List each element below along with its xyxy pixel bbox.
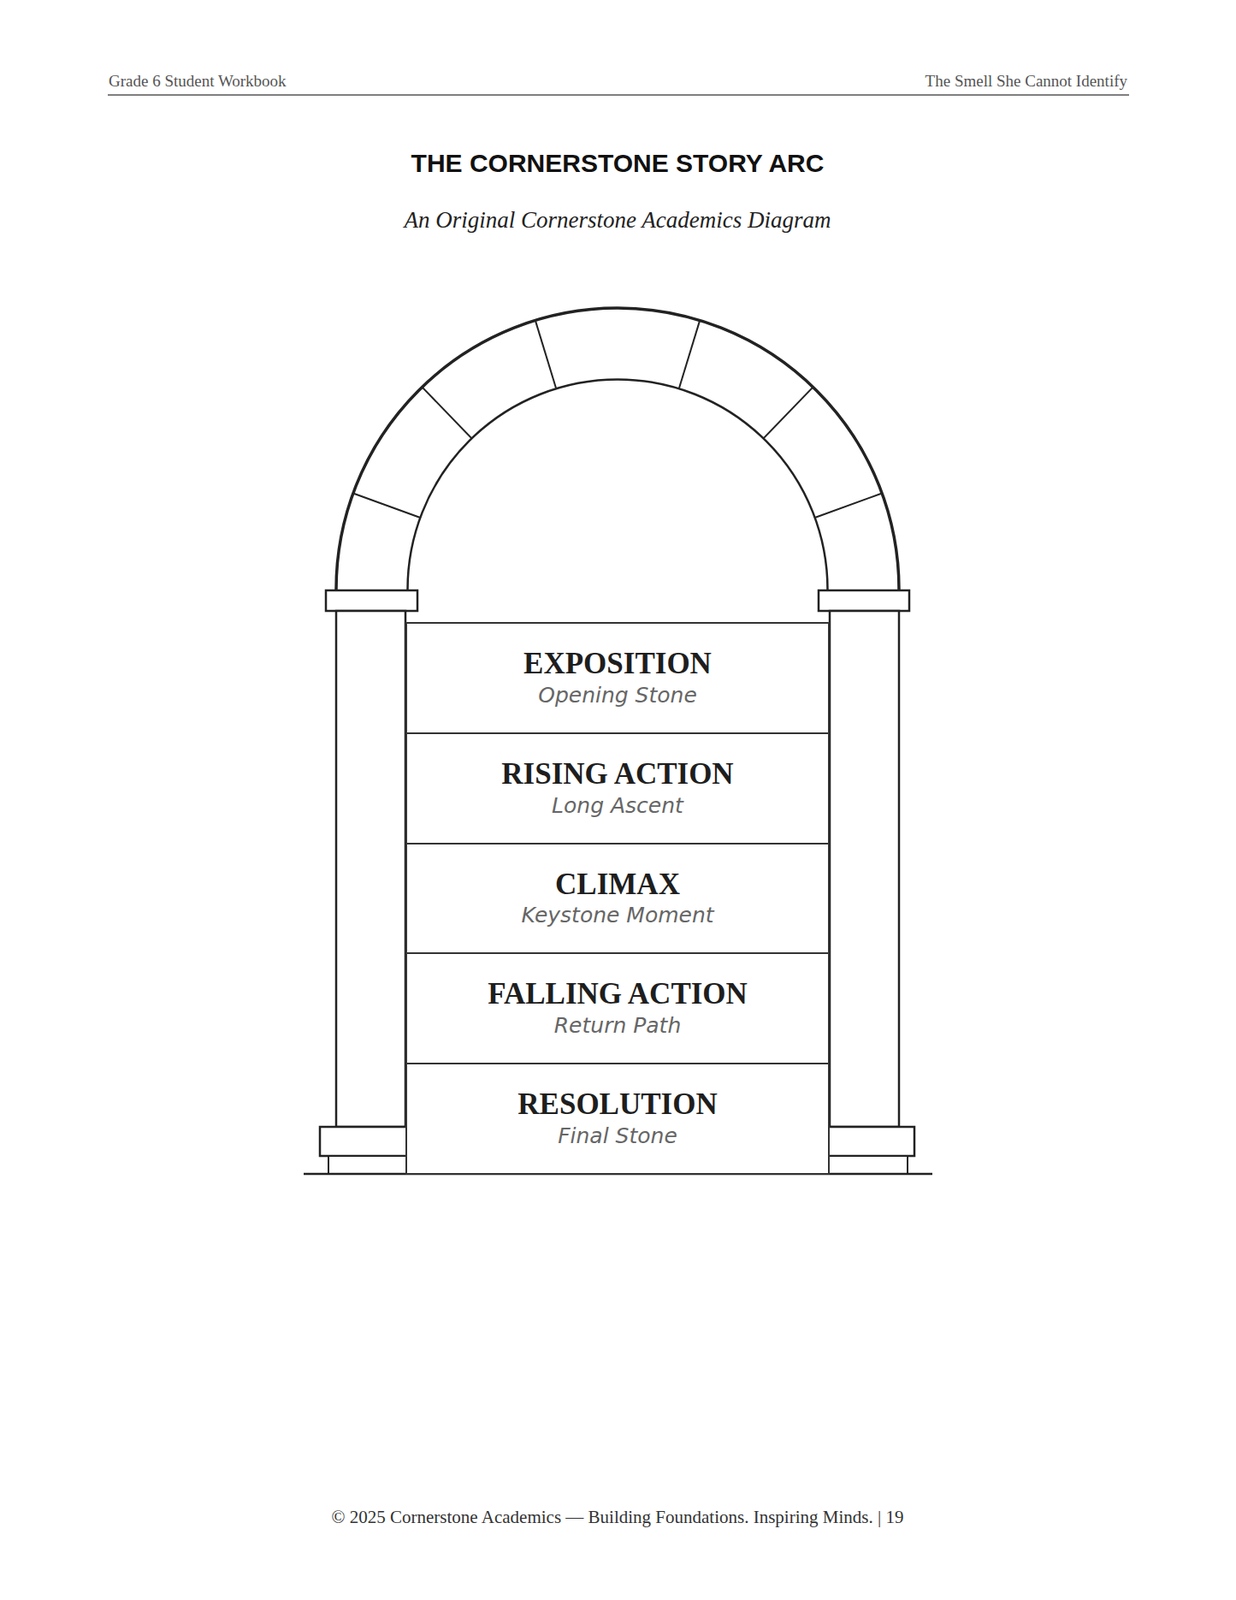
plinth xyxy=(328,1155,413,1174)
arch-outer xyxy=(336,307,899,590)
story-stage-band: FALLING ACTIONReturn Path xyxy=(405,952,830,1065)
diagram-caption: An Original Cornerstone Academics Diagra… xyxy=(404,206,832,234)
voussoir-joints xyxy=(353,319,882,518)
plinth xyxy=(822,1155,908,1174)
stage-subtitle: Final Stone xyxy=(557,1123,678,1149)
story-stage-band: CLIMAXKeystone Moment xyxy=(405,842,830,954)
stage-heading: RISING ACTION xyxy=(501,757,734,792)
column xyxy=(336,610,406,1127)
stage-subtitle: Return Path xyxy=(554,1012,682,1039)
stage-heading: EXPOSITION xyxy=(523,647,712,681)
stage-subtitle: Opening Stone xyxy=(538,682,698,709)
voussoir-joint xyxy=(353,492,420,518)
header-text: Grade 6 Student Workbook xyxy=(108,71,287,91)
footer-text: © 2025 Cornerstone Academics — Building … xyxy=(331,1506,905,1528)
stage-heading: CLIMAX xyxy=(555,868,681,902)
capital xyxy=(325,590,418,611)
diagram-title: THE CORNERSTONE STORY ARC xyxy=(411,148,825,178)
header-rule xyxy=(107,94,1130,96)
stage-heading: FALLING ACTION xyxy=(487,977,748,1012)
column xyxy=(829,610,899,1127)
voussoir-joint xyxy=(679,319,700,389)
stage-subtitle: Long Ascent xyxy=(551,792,684,819)
voussoir-joint xyxy=(763,386,814,438)
capital xyxy=(818,590,910,611)
voussoir-joint xyxy=(535,319,556,389)
voussoir-joint xyxy=(815,492,882,518)
header-text: The Smell She Cannot Identify xyxy=(925,71,1128,91)
story-stage-band: RISING ACTIONLong Ascent xyxy=(405,732,830,845)
story-stage-band: EXPOSITIONOpening Stone xyxy=(405,621,830,734)
story-stage-band: RESOLUTIONFinal Stone xyxy=(405,1062,830,1175)
stage-heading: RESOLUTION xyxy=(517,1088,717,1122)
voussoir-joint xyxy=(421,386,472,438)
arch-inner xyxy=(408,379,828,591)
stage-subtitle: Keystone Moment xyxy=(520,902,714,929)
